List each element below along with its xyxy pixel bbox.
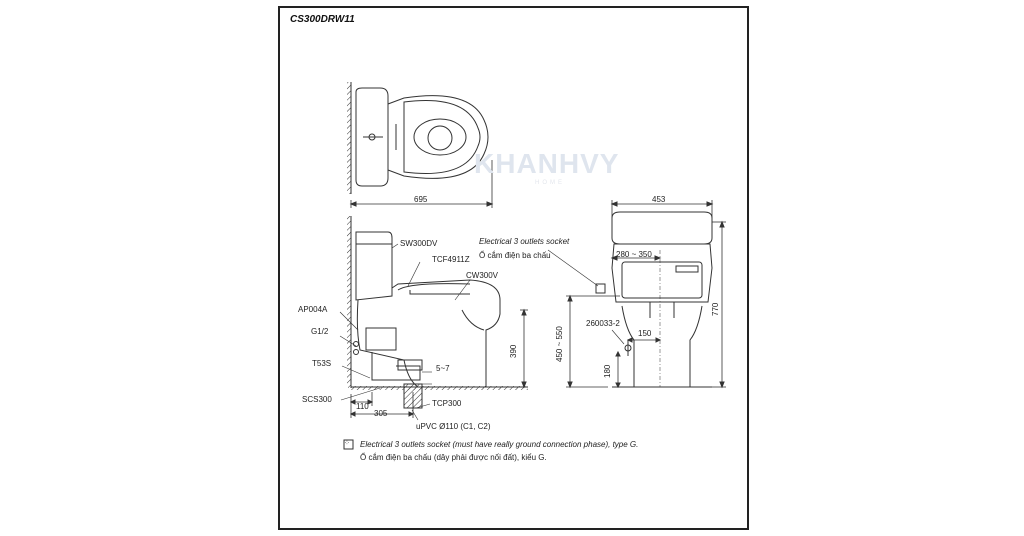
label-tcp300: TCP300: [432, 399, 462, 408]
dim-695: 695: [414, 195, 428, 204]
tank-side: [355, 231, 393, 301]
note-en: Electrical 3 outlets socket (must have r…: [360, 440, 639, 449]
top-view: [347, 82, 494, 208]
tank-top: [355, 87, 389, 187]
bidet-unit: [365, 327, 397, 351]
socket-area: [547, 249, 620, 389]
dim-770: 770: [711, 302, 720, 316]
dim-305: 305: [374, 409, 388, 418]
bowl-side: [356, 279, 501, 388]
dim-453: 453: [652, 195, 666, 204]
socket-symbol: [595, 283, 606, 294]
wall-hatch-side: [347, 216, 351, 386]
dim-390: 390: [509, 344, 518, 358]
label-pipe: uPVC Ø110 (C1, C2): [416, 422, 491, 431]
seat-front: [611, 243, 713, 303]
bowl-opening-top: [413, 118, 467, 156]
watermark: KHANHVY: [474, 148, 620, 179]
socket-label-en: Electrical 3 outlets socket: [479, 237, 570, 246]
dim-150: 150: [638, 329, 652, 338]
watermark-sub: HOME: [535, 180, 565, 186]
washlet-front: [621, 261, 703, 299]
side-view: [339, 216, 528, 421]
socket-label-vi: Ổ cắm điện ba chấu: [479, 251, 551, 260]
label-260033-2: 260033-2: [586, 319, 620, 328]
label-cw300v: CW300V: [466, 271, 499, 280]
dim-450-550: 450 ~ 550: [555, 326, 564, 362]
pedestal-front: [621, 305, 703, 388]
label-t53s: T53S: [312, 359, 332, 368]
bowl-outline-top: [387, 95, 489, 179]
dim-280-350: 280 ~ 350: [616, 250, 652, 259]
label-ap004a: AP004A: [298, 305, 328, 314]
label-scs300: SCS300: [302, 395, 332, 404]
tank-front: [611, 211, 713, 245]
label-sw300dv: SW300DV: [400, 239, 438, 248]
label-tcf4911z: TCF4911Z: [432, 255, 470, 264]
label-g12: G1/2: [311, 327, 329, 336]
note-socket-symbol: [343, 439, 354, 450]
dim-180: 180: [603, 364, 612, 378]
dim-110: 110: [356, 402, 369, 411]
angle-valve: [353, 341, 359, 347]
model-title: CS300DRW11: [290, 14, 355, 25]
dim-5-7: 5~7: [436, 364, 450, 373]
note-vi: Ổ cắm điện ba chấu (dây phải được nối đấ…: [360, 453, 547, 462]
floor-hatch: [348, 386, 528, 390]
wall-hatch-top: [347, 82, 351, 194]
note-symbol: ⁘: [344, 440, 350, 447]
front-view: [610, 200, 726, 389]
